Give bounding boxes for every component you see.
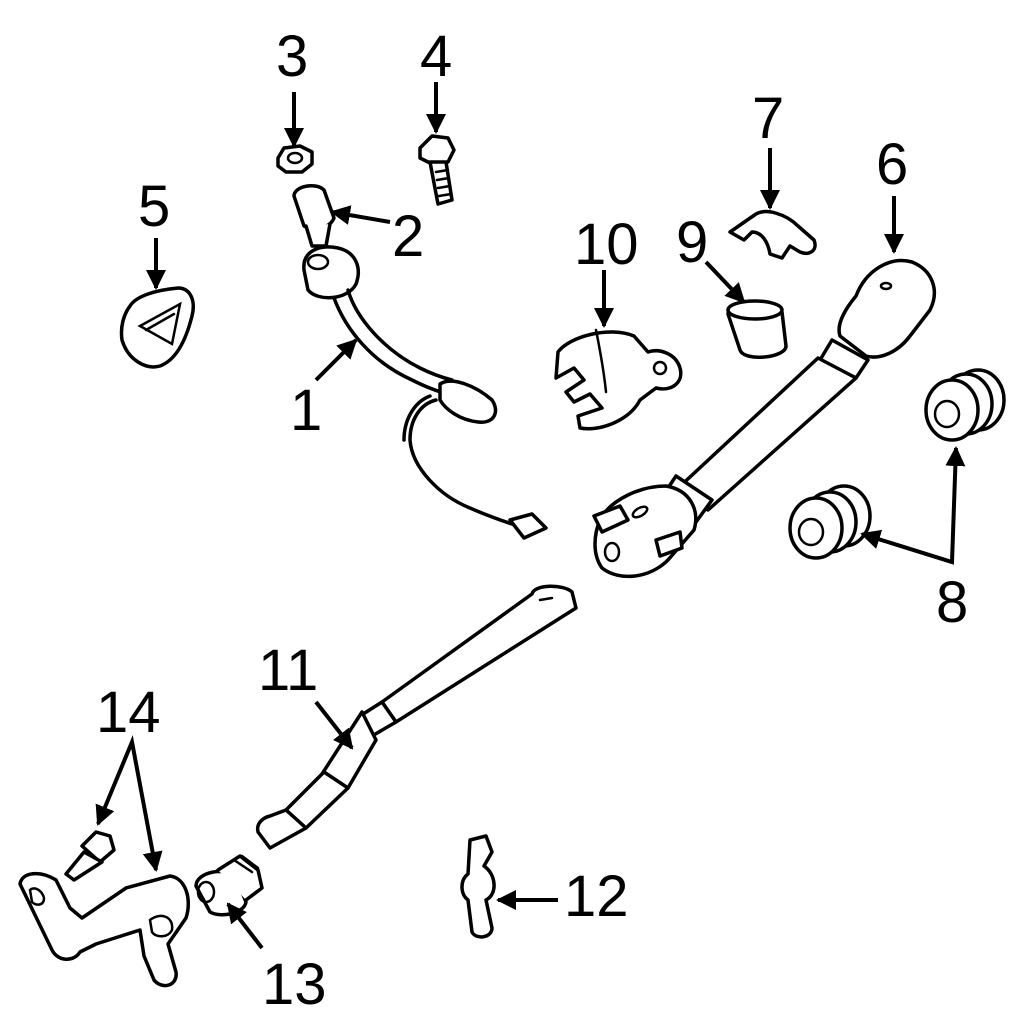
arrow-1 — [314, 338, 358, 382]
part-14-bolt — [64, 830, 116, 882]
part-10-bracket — [554, 328, 683, 431]
callout-6: 6 — [876, 132, 908, 197]
callout-4: 4 — [420, 24, 452, 89]
callout-5: 5 — [138, 174, 170, 239]
callout-3: 3 — [276, 24, 308, 89]
callout-7: 7 — [752, 86, 784, 151]
part-6-column-jacket — [592, 258, 936, 579]
arrow-14 — [95, 735, 163, 872]
callout-1: 1 — [290, 378, 322, 443]
callout-14: 14 — [96, 680, 161, 745]
callout-10: 10 — [574, 212, 639, 277]
part-8-bearing-upper — [924, 368, 1006, 442]
part-8-bearing-lower — [788, 484, 872, 560]
part-14-bracket — [18, 871, 191, 988]
callout-labels: 1 2 3 4 5 6 7 8 9 10 11 12 13 14 — [96, 24, 968, 1017]
callout-2: 2 — [392, 204, 424, 269]
part-7-clip — [728, 209, 817, 260]
part-11-shaft — [255, 584, 578, 850]
part-5-cover — [119, 286, 195, 369]
part-12-clip — [460, 834, 496, 939]
part-9-bushing — [726, 299, 788, 359]
part-1-harness — [302, 245, 548, 540]
callout-8: 8 — [936, 570, 968, 635]
part-4-bolt — [418, 134, 456, 206]
arrow-8 — [860, 446, 966, 565]
leader-arrows — [95, 82, 966, 950]
part-3-nut — [276, 144, 314, 174]
callout-12: 12 — [564, 864, 629, 929]
callout-13: 13 — [262, 952, 327, 1017]
callout-9: 9 — [676, 210, 708, 275]
arrow-11 — [314, 700, 354, 750]
arrow-2 — [330, 205, 391, 225]
callout-11: 11 — [258, 638, 318, 703]
arrow-13 — [226, 902, 264, 950]
arrow-9 — [704, 260, 746, 304]
part-2-connector — [292, 184, 336, 248]
